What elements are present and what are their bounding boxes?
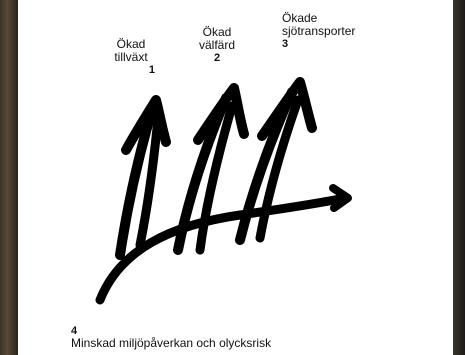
- photo-edge-left: [0, 0, 18, 355]
- arrow-4-head: [329, 184, 352, 212]
- arrow-4-stroke: [95, 193, 350, 305]
- label-text: Minskad miljöpåverkan och olycksrisk: [71, 336, 272, 350]
- whiteboard-panel: [18, 0, 453, 355]
- label-increased-sea-transport: Ökade sjötransporter 3: [282, 11, 422, 51]
- label-number: 3: [282, 38, 289, 50]
- label-increased-growth: Ökad tillväxt 1: [101, 37, 161, 77]
- label-text: Ökade sjötransporter: [282, 11, 356, 38]
- arrow-3-right-stroke: [255, 95, 303, 243]
- arrow-1-left-stroke: [115, 105, 157, 260]
- label-number: 1: [148, 64, 155, 76]
- photo-edge-right: [453, 0, 465, 355]
- arrow-3-head: [257, 77, 317, 141]
- arrow-1-right-stroke: [135, 113, 163, 250]
- arrow-2-head: [193, 83, 249, 145]
- arrow-1-head: [121, 95, 171, 155]
- label-number: 2: [213, 52, 221, 64]
- label-reduced-impact: 4 Minskad miljöpåverkan och olycksrisk: [71, 325, 411, 350]
- label-increased-welfare: Ökad välfärd 2: [188, 25, 246, 65]
- label-text: Ökad tillväxt: [114, 37, 148, 64]
- label-number: 4: [71, 325, 78, 337]
- label-text: Ökad välfärd: [198, 25, 236, 52]
- arrow-2-right-stroke: [195, 101, 237, 255]
